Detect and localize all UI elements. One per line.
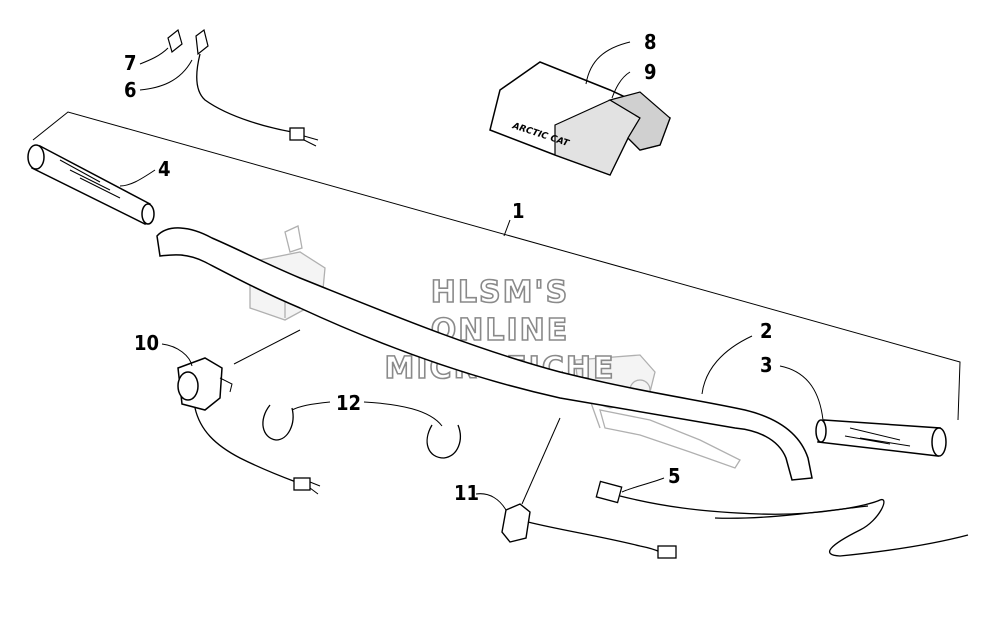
leader-lines	[119, 41, 824, 511]
callout-9: 9	[644, 60, 657, 84]
callout-8: 8	[644, 30, 657, 54]
heater-element	[595, 480, 969, 557]
callout-11: 11	[454, 481, 479, 505]
callout-1: 1	[512, 199, 525, 223]
switch-housing	[177, 329, 321, 495]
handlebar-pad: ARCTIC CAT	[489, 61, 671, 176]
callout-12: 12	[336, 391, 361, 415]
callout-10: 10	[134, 331, 159, 355]
brake-switch	[501, 417, 677, 559]
callout-4: 4	[158, 157, 171, 181]
watermark-line1: HLSM'S	[431, 275, 569, 310]
callout-7: 7	[124, 51, 137, 75]
callout-2: 2	[760, 319, 773, 343]
assembly-bracket	[32, 111, 961, 421]
callout-3: 3	[760, 353, 773, 377]
sensor-harness	[167, 28, 319, 147]
clamps	[262, 404, 461, 459]
right-grip	[815, 419, 947, 457]
left-grip	[27, 144, 155, 226]
handlebar	[156, 227, 813, 481]
callouts: 7 6 4 8 9 1 2 3 10 12 5 11	[124, 30, 773, 505]
callout-5: 5	[668, 464, 681, 488]
callout-6: 6	[124, 78, 137, 102]
